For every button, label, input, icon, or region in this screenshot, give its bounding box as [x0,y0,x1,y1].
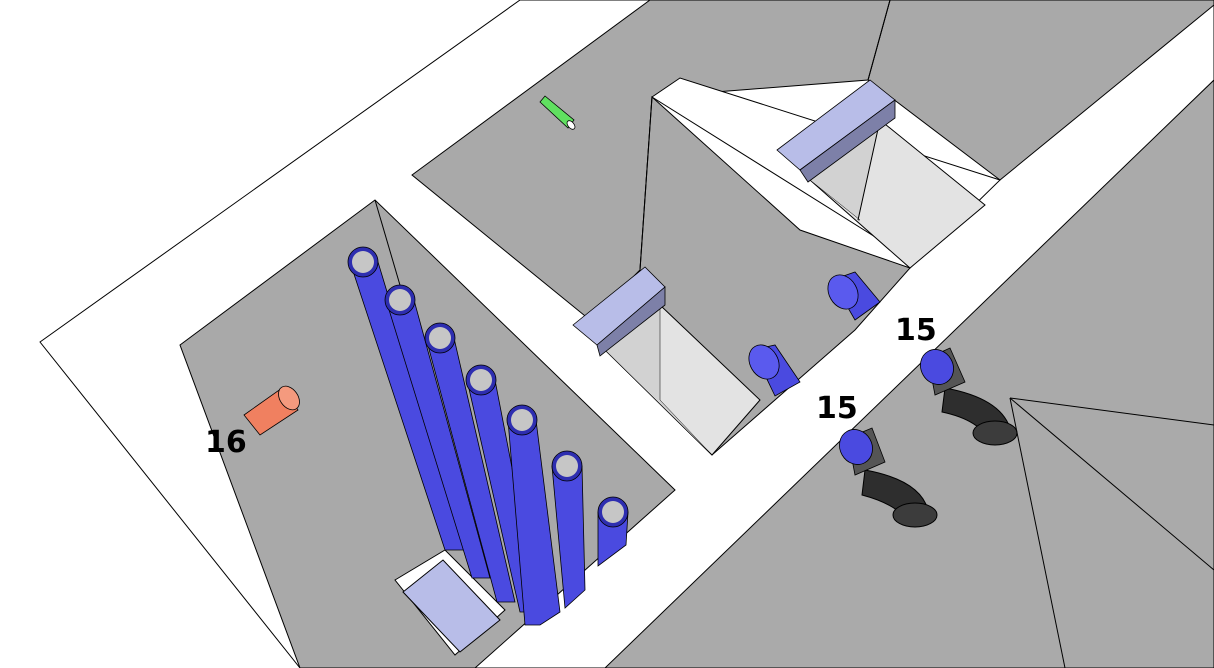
label-middle-outlet: 15 [816,391,858,426]
middle-tank-edge [867,0,891,81]
vertical-pipe [384,284,491,579]
inner-box-edge [857,119,881,221]
vertical-pipe [347,246,466,551]
vertical-pipe [506,404,561,626]
weir-right-side [799,99,896,183]
vertical-pipe [551,450,586,609]
label-left-tank-pipe: 16 [205,425,247,460]
channel [604,79,1214,668]
outlet-stub-upper [827,271,881,321]
left-tank-access-box [402,559,501,653]
construction-lines [1009,397,1214,668]
elbow-fitting-upper [920,347,1018,446]
vertical-pipe [424,322,516,603]
left-tank-edge [374,199,403,293]
middle-tank-edge [639,96,653,271]
elbow-fitting-lower [839,427,938,528]
green-pipe [539,95,576,130]
vertical-pipes [347,246,629,626]
label-right-outlet: 15 [895,313,937,348]
weir-left-side [596,286,666,357]
orange-pipe [243,385,300,436]
vertical-pipe [597,496,629,567]
outlet-stub-lower [748,344,801,397]
